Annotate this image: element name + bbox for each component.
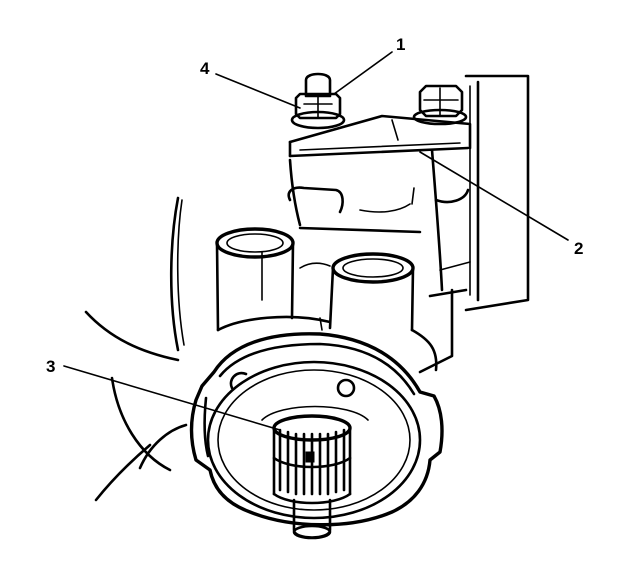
leader-line-4 bbox=[215, 73, 301, 109]
pump-body bbox=[215, 148, 444, 372]
leader-line-3 bbox=[63, 365, 281, 431]
callout-labels: 1 2 3 4 bbox=[46, 35, 583, 376]
housing-outline bbox=[84, 196, 188, 502]
bracket-plate bbox=[288, 114, 472, 158]
callout-2: 2 bbox=[574, 239, 583, 258]
front-flange bbox=[189, 332, 444, 527]
callout-1: 1 bbox=[396, 35, 405, 54]
leader-line-2 bbox=[419, 151, 569, 241]
leader-lines bbox=[63, 51, 569, 431]
callout-3: 3 bbox=[46, 357, 55, 376]
mounting-bracket bbox=[418, 74, 530, 374]
bolt-right bbox=[412, 84, 468, 126]
bolt-left bbox=[290, 72, 346, 130]
leader-line-1 bbox=[333, 51, 393, 95]
callout-4: 4 bbox=[200, 59, 210, 78]
